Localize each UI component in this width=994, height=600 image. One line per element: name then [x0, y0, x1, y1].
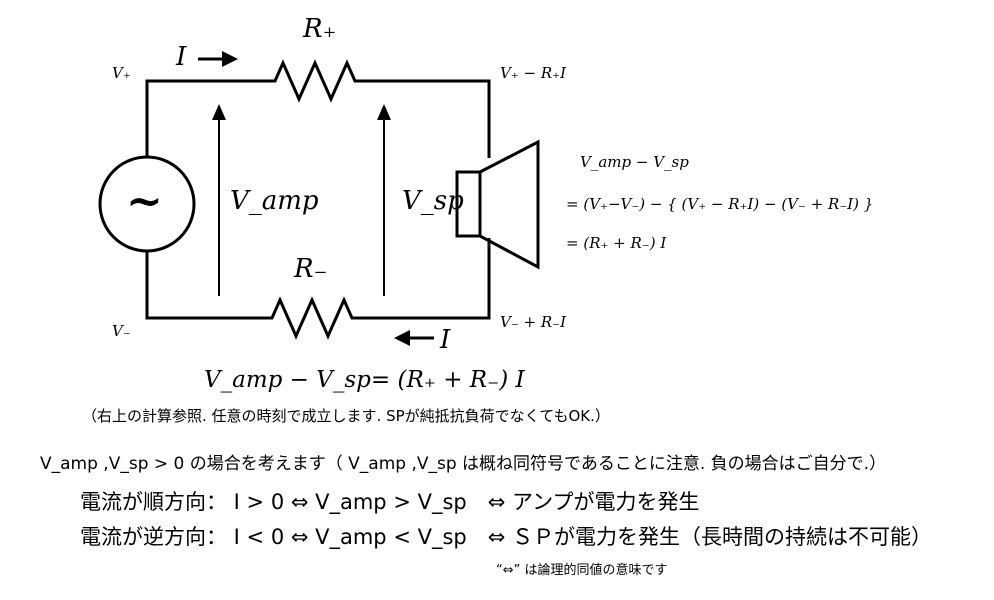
- forward-current-statement: 電流が順方向： I > 0 ⇔ V_amp > V_sp ⇔ アンプが電力を発生: [80, 490, 700, 514]
- wire-bottom-right: [377, 238, 491, 320]
- derivation-line-1: V_amp − V_sp: [580, 153, 689, 171]
- condition-statement: V_amp ,V_sp > 0 の場合を考えます（ V_amp ,V_sp は概…: [40, 454, 887, 474]
- node-top-right-label: V₊ − R₊I: [500, 64, 566, 82]
- reverse-current-statement: 電流が逆方向： I < 0 ⇔ V_amp < V_sp ⇔ ＳＰが電力を発生（…: [80, 525, 932, 549]
- ac-source: [98, 155, 196, 253]
- speaker-body: [455, 170, 482, 238]
- derivation-line-3: = (R₊ + R₋) I: [566, 234, 667, 252]
- current-label-bottom: I: [440, 325, 451, 355]
- current-label-top: I: [176, 42, 187, 72]
- v-amp-arrowhead: [212, 104, 226, 120]
- speaker-cone: [479, 139, 540, 270]
- node-bottom-right-label: V₋ + R₋I: [500, 313, 566, 331]
- main-equation: V_amp − V_sp= (R₊ + R₋) I: [204, 367, 525, 393]
- v-plus-label: V₊: [112, 64, 131, 82]
- derivation-line-2: = (V₊−V₋) − { (V₊ − R₊I) − (V₋ + R₋I) }: [566, 195, 874, 213]
- wire-bottom-left: [145, 251, 265, 320]
- resistor-r-minus: [265, 296, 377, 340]
- v-amp-label: V_amp: [230, 186, 319, 216]
- v-sp-label: V_sp: [402, 186, 464, 216]
- current-arrowhead-top: [222, 51, 238, 67]
- note-calculation: （右上の計算参照. 任意の時刻で成立します. SPが純抵抗負荷でなくてもOK.）: [82, 407, 610, 425]
- equivalence-footnote: “⇔” は論理的同値の意味です: [496, 563, 668, 578]
- current-arrowhead-bottom: [394, 330, 410, 346]
- resistor-r-plus: [265, 59, 377, 103]
- ac-source-symbol: ~: [126, 176, 163, 227]
- wire-top-left: [145, 79, 265, 157]
- r-minus-label: R₋: [294, 254, 328, 284]
- v-minus-label: V₋: [112, 322, 131, 340]
- wire-top-right: [377, 79, 491, 158]
- v-sp-arrowhead: [377, 104, 391, 120]
- r-plus-label: R₊: [303, 14, 337, 44]
